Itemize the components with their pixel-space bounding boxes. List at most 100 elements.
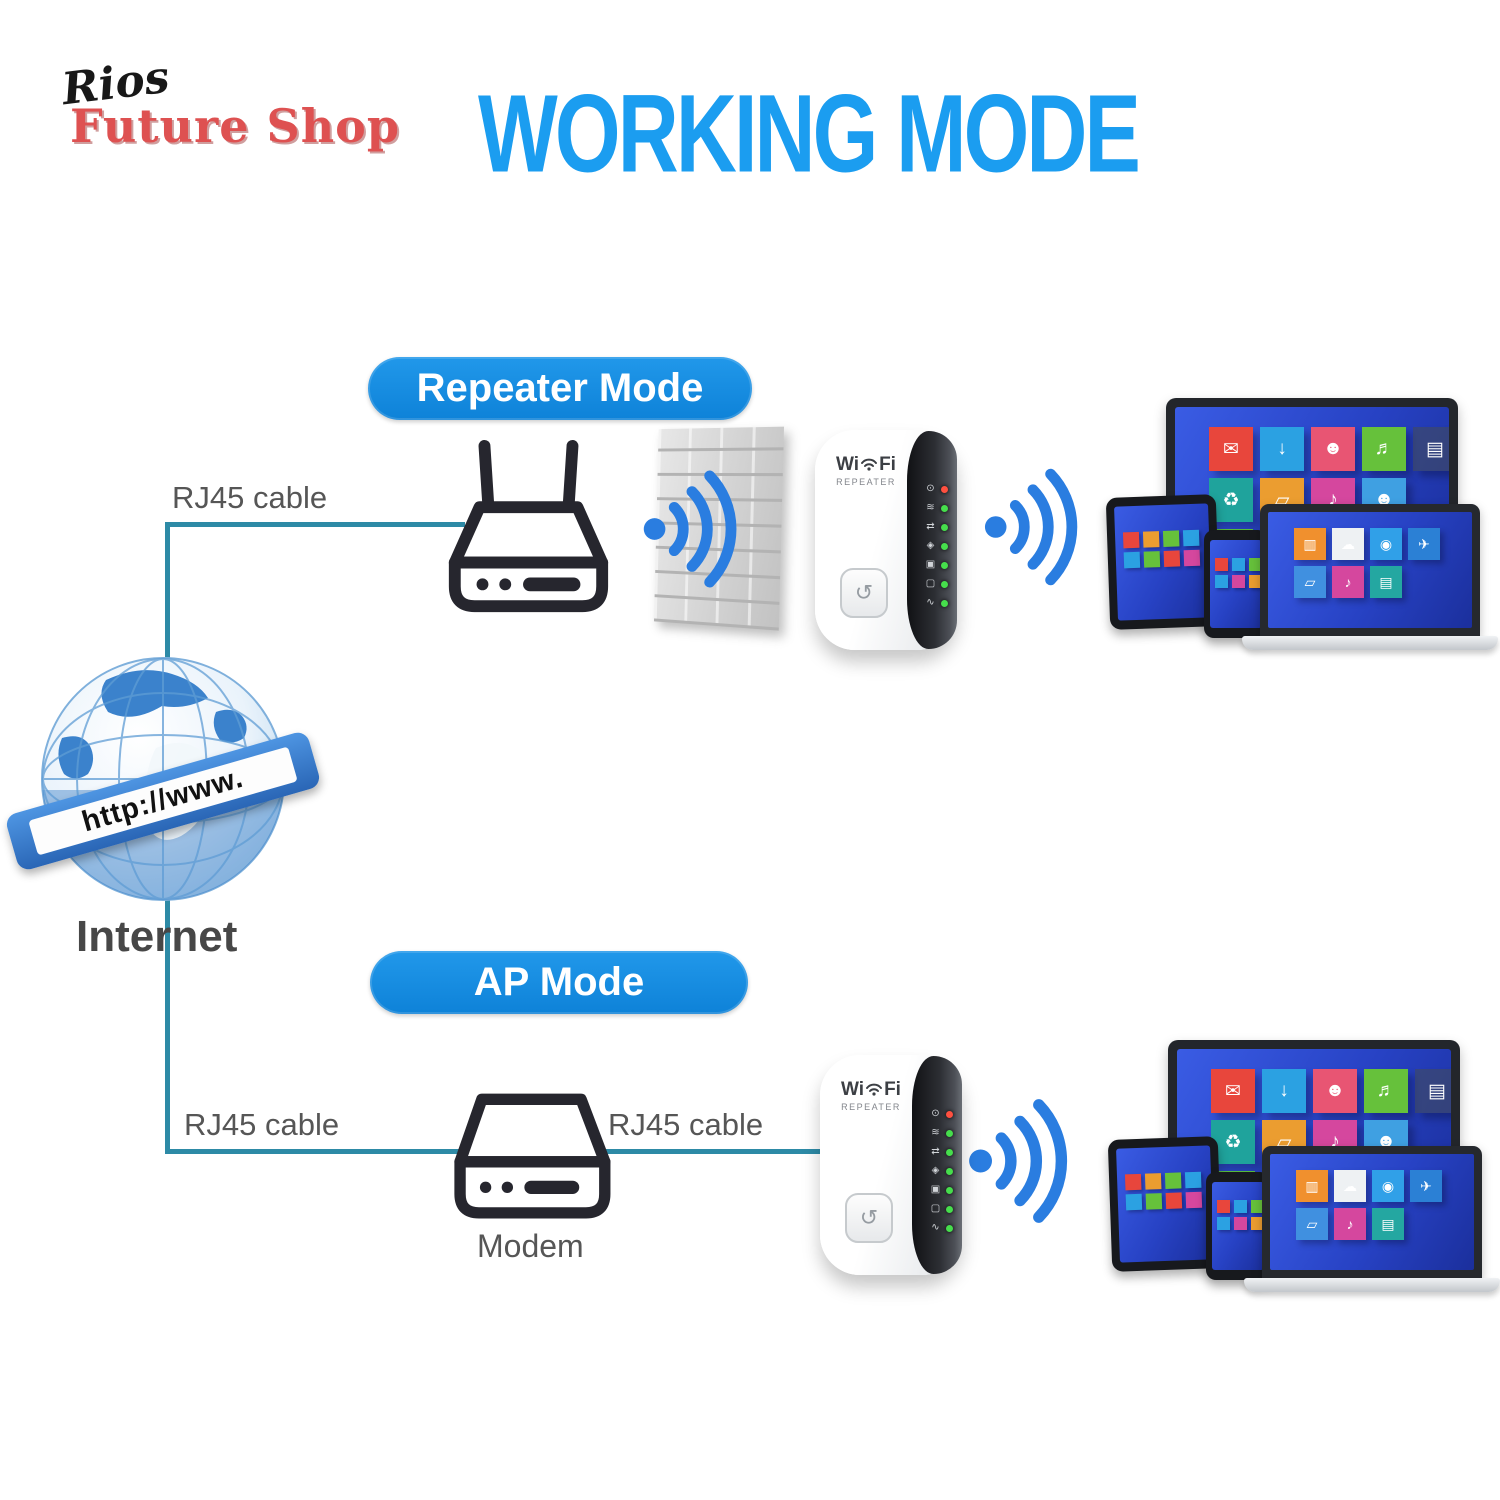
led-indicator: ⇄ bbox=[925, 522, 948, 532]
app-tile-icon bbox=[1217, 1217, 1230, 1230]
laptop-base bbox=[1244, 1278, 1500, 1292]
app-tile-icon: ✉ bbox=[1209, 427, 1253, 471]
panel-icon: ▣ bbox=[925, 559, 936, 570]
app-tile-icon bbox=[1251, 1217, 1264, 1230]
led-indicator: ⇄ bbox=[930, 1147, 953, 1157]
app-tile-icon: ◉ bbox=[1372, 1170, 1404, 1202]
app-tile-icon bbox=[1215, 558, 1228, 571]
led-dot bbox=[941, 485, 948, 493]
led-dot bbox=[941, 561, 948, 569]
rj45-label-bottom-left: RJ45 cable bbox=[184, 1107, 340, 1142]
panel-icon: ⊙ bbox=[926, 483, 935, 494]
internet-label: Internet bbox=[76, 912, 238, 961]
app-tile-icon: ↓ bbox=[1262, 1069, 1306, 1113]
app-tiles bbox=[1122, 529, 1201, 569]
panel-icon: ≋ bbox=[926, 502, 935, 513]
app-tile-icon: ▱ bbox=[1294, 566, 1326, 598]
app-tile-icon: ▥ bbox=[1296, 1170, 1328, 1202]
app-tile-icon: ▱ bbox=[1296, 1208, 1328, 1240]
app-tile-icon bbox=[1165, 1192, 1183, 1209]
app-tile-icon bbox=[1163, 550, 1181, 567]
client-devices-cluster: ✉↓☻♬▤ ♻▱♪☻ ✱✆○ bbox=[1105, 398, 1498, 660]
page-title: WORKING MODE bbox=[478, 71, 1141, 195]
wifi-glyph-icon bbox=[861, 458, 878, 471]
panel-icon: ◈ bbox=[931, 1165, 940, 1176]
laptop-base bbox=[1242, 636, 1498, 650]
wifi-glyph-icon bbox=[866, 1083, 883, 1096]
app-tile-icon bbox=[1144, 1173, 1162, 1190]
app-tile-icon: ◉ bbox=[1370, 528, 1402, 560]
smartphone-device bbox=[1206, 1172, 1270, 1280]
app-tiles: ▥☁◉✈ ▱♪▤ bbox=[1296, 1170, 1442, 1240]
led-dot bbox=[946, 1110, 953, 1118]
app-tile-icon: ▤ bbox=[1413, 427, 1449, 471]
app-tiles: ▥☁◉✈ ▱♪▤ bbox=[1294, 528, 1440, 598]
led-indicator: ≋ bbox=[930, 1128, 953, 1138]
app-tiles bbox=[1124, 1171, 1203, 1211]
cable-line-top bbox=[165, 522, 465, 527]
led-indicator: ≋ bbox=[925, 503, 948, 513]
led-indicator: ▣ bbox=[925, 560, 948, 570]
app-tile-icon bbox=[1125, 1193, 1143, 1211]
app-tile-icon: ☁ bbox=[1332, 528, 1364, 560]
app-tile-icon bbox=[1249, 575, 1262, 588]
led-dot bbox=[946, 1186, 953, 1194]
brand-wi: Wi bbox=[841, 1079, 865, 1100]
app-tile-icon bbox=[1164, 1172, 1182, 1189]
app-tile-icon: ▤ bbox=[1370, 566, 1402, 598]
app-tile-icon bbox=[1183, 549, 1201, 567]
led-dot bbox=[941, 580, 948, 588]
app-tile-icon bbox=[1143, 551, 1161, 568]
repeater-side-panel bbox=[912, 1056, 962, 1274]
app-tile-icon bbox=[1215, 575, 1228, 588]
app-tile-icon: ♬ bbox=[1362, 427, 1406, 471]
app-tile-icon bbox=[1232, 558, 1245, 571]
led-dot bbox=[941, 599, 948, 607]
app-tile-icon: ☻ bbox=[1311, 427, 1355, 471]
phone-screen bbox=[1212, 1182, 1264, 1270]
app-tile-icon: ▤ bbox=[1372, 1208, 1404, 1240]
modem-icon bbox=[454, 1093, 611, 1219]
wps-button: ↺ bbox=[840, 568, 888, 618]
panel-icon: ◈ bbox=[926, 540, 935, 551]
led-indicator: ⊙ bbox=[925, 484, 948, 494]
wifi-signal-icon bbox=[969, 1099, 1068, 1223]
panel-icon: ⇄ bbox=[926, 521, 935, 532]
panel-icon: ▢ bbox=[925, 578, 936, 589]
wifi-signal-icon bbox=[643, 470, 737, 588]
app-tile-icon bbox=[1142, 531, 1160, 548]
laptop-screen: ▥☁◉✈ ▱♪▤ bbox=[1270, 1154, 1474, 1270]
app-tile-icon: ✈ bbox=[1410, 1170, 1442, 1202]
app-tile-icon: ♪ bbox=[1332, 566, 1364, 598]
app-tile-icon: ♬ bbox=[1364, 1069, 1408, 1113]
app-tile-icon bbox=[1124, 1173, 1142, 1191]
led-dot bbox=[946, 1129, 953, 1137]
app-tile-icon: ▤ bbox=[1415, 1069, 1451, 1113]
led-dot bbox=[941, 504, 948, 512]
rj45-label-bottom-right: RJ45 cable bbox=[608, 1107, 764, 1142]
app-tile-icon: ☁ bbox=[1334, 1170, 1366, 1202]
panel-icon: ≋ bbox=[931, 1127, 940, 1138]
app-tiles bbox=[1217, 1200, 1264, 1230]
led-indicator: ⊙ bbox=[930, 1109, 953, 1119]
led-indicator: ◈ bbox=[930, 1166, 953, 1176]
ap-mode-badge: AP Mode bbox=[370, 951, 748, 1014]
laptop-device: ▥☁◉✈ ▱♪▤ bbox=[1260, 504, 1480, 636]
repeater-side-panel bbox=[907, 431, 957, 649]
led-dot bbox=[946, 1224, 953, 1232]
led-indicator: ◈ bbox=[925, 541, 948, 551]
app-tile-icon bbox=[1232, 575, 1245, 588]
app-tile-icon bbox=[1234, 1217, 1247, 1230]
brand-fi: Fi bbox=[884, 1079, 901, 1100]
app-tile-icon bbox=[1123, 551, 1141, 569]
app-tile-icon bbox=[1234, 1200, 1247, 1213]
led-indicator: ∿ bbox=[930, 1223, 953, 1233]
smartphone-device bbox=[1204, 530, 1268, 638]
app-tile-icon bbox=[1249, 558, 1262, 571]
panel-icon: ∿ bbox=[926, 597, 935, 608]
app-tile-icon bbox=[1122, 531, 1140, 549]
led-dot bbox=[941, 523, 948, 531]
